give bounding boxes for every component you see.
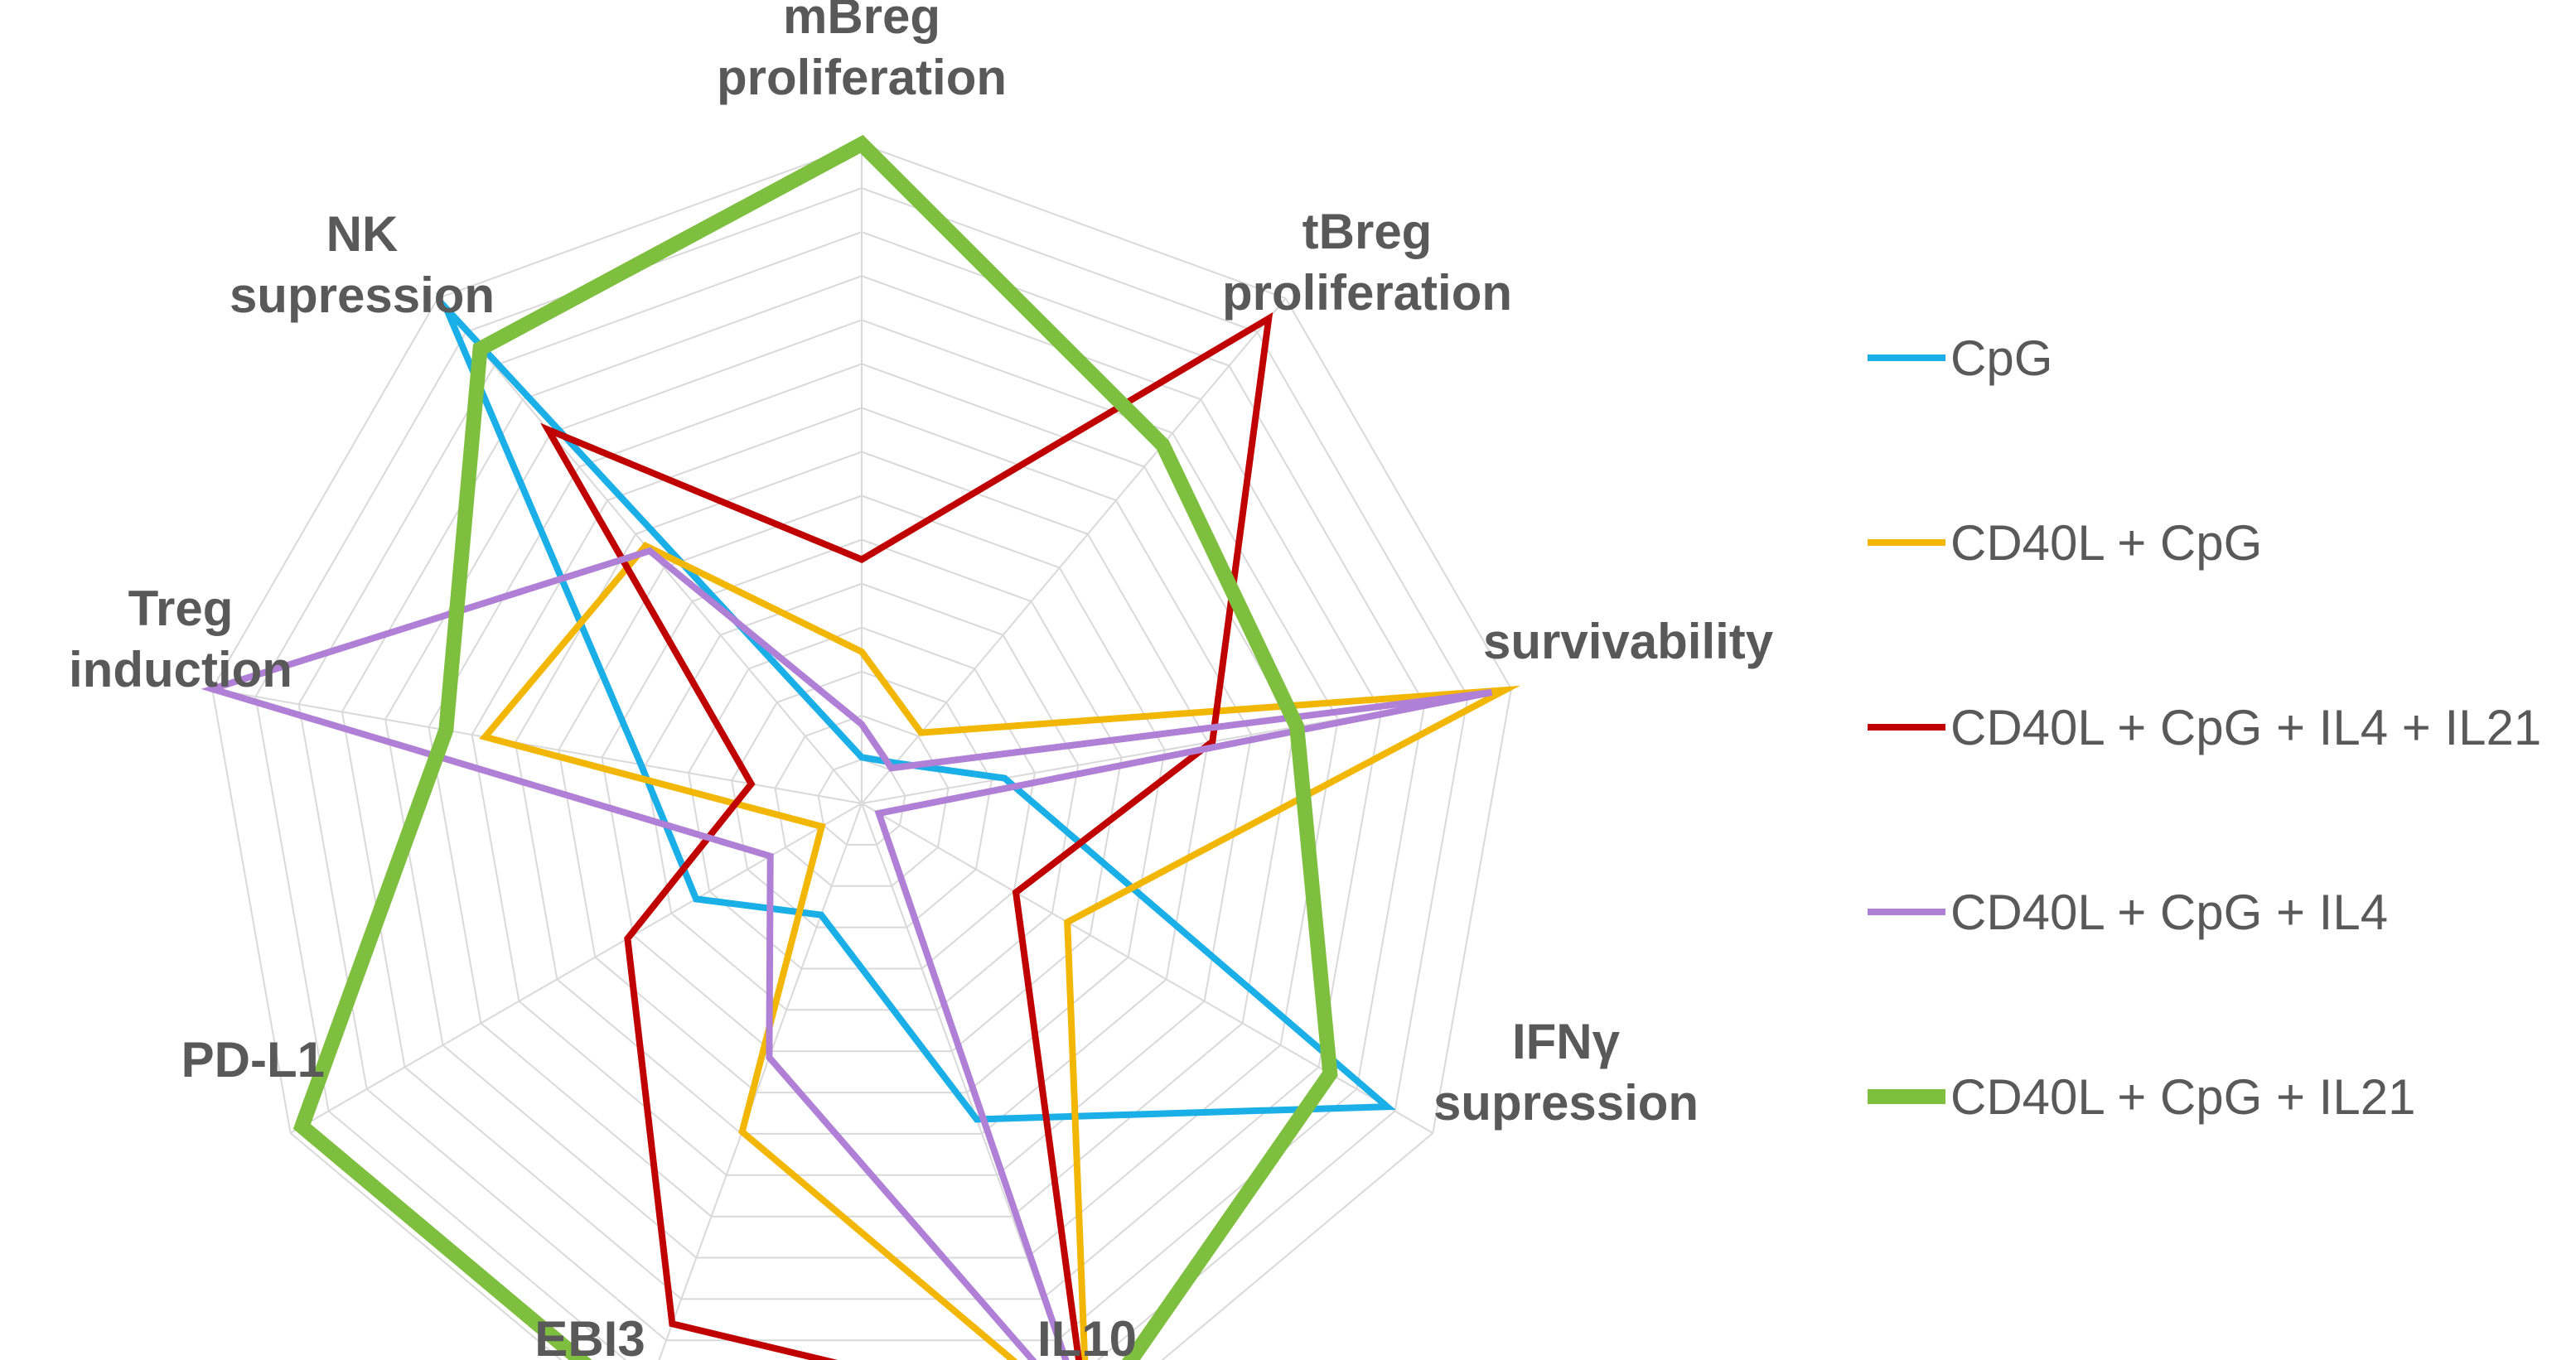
grid-ring (817, 758, 906, 846)
legend-label: CD40L + CpG + IL4 + IL21 (1950, 700, 2541, 755)
series-line-3 (540, 311, 1274, 1360)
grid-ring (514, 451, 1210, 1135)
grid-ring (211, 142, 1512, 1360)
legend-label: CD40L + CpG + IL21 (1950, 1069, 2415, 1125)
legend-item-5: CD40L + CpG + IL21 (1868, 1069, 2415, 1125)
legend-item-2: CD40L + CpG (1868, 515, 2262, 571)
series-line-4 (201, 547, 1493, 1360)
axis-label-il10: IL10 (1037, 1311, 1137, 1360)
radar-grid (211, 142, 1512, 1360)
axis-spoke (861, 803, 1433, 1134)
grid-ring (297, 231, 1426, 1342)
grid-ring (731, 670, 993, 928)
radar-series-layer (201, 134, 1520, 1360)
grid-ring (254, 187, 1469, 1360)
grid-ring (558, 494, 1166, 1094)
grid-ring (601, 538, 1123, 1053)
legend: CpG CD40L + CpG CD40L + CpG + IL4 + IL21CD… (1868, 330, 2541, 1125)
legend-item-4: CD40L + CpG + IL4 (1868, 885, 2388, 940)
axis-spoke (861, 803, 1066, 1360)
grid-ring (341, 275, 1383, 1300)
grid-ring (384, 319, 1339, 1259)
grid-ring (644, 582, 1080, 1011)
axis-label-surv: survivability (1483, 614, 1774, 669)
series-line-2 (479, 542, 1520, 1360)
legend-label: CD40L + CpG (1950, 515, 2262, 571)
axis-label-ebi3: EBI3 (534, 1311, 645, 1360)
series-line-5 (292, 134, 1338, 1360)
axis-spoke (861, 297, 1287, 804)
grid-ring (471, 407, 1253, 1176)
series-line-1 (435, 292, 1396, 1123)
legend-label: CpG (1950, 330, 2052, 386)
legend-item-1: CpG (1868, 330, 2052, 386)
legend-label: CD40L + CpG + IL4 (1950, 885, 2388, 940)
legend-item-3: CD40L + CpG + IL4 + IL21 (1868, 700, 2541, 755)
axis-label-pdl1: PD-L1 (181, 1032, 325, 1088)
